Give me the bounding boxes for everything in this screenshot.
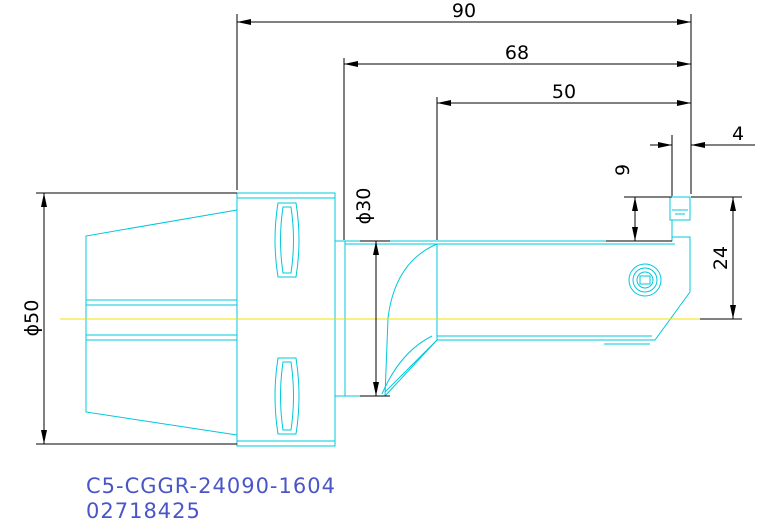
dimension-diameter-30 xyxy=(360,240,390,397)
shank-cone xyxy=(85,209,238,436)
order-code-label: 02718425 xyxy=(86,499,201,523)
dimension-68 xyxy=(343,58,691,240)
cutting-insert xyxy=(669,196,691,237)
dim-24-text: 24 xyxy=(710,246,732,270)
dimension-diameter-50 xyxy=(36,192,237,445)
dim-90-text: 90 xyxy=(452,0,476,22)
transition-curve xyxy=(384,243,438,397)
dimension-9 xyxy=(606,196,672,242)
dim-9-text: 9 xyxy=(612,164,634,176)
drive-slot-bottom xyxy=(274,357,300,435)
transition-chamfer xyxy=(384,339,438,393)
part-number-label: C5-CGGR-24090-1604 xyxy=(86,474,336,498)
drive-slot-top xyxy=(274,202,300,278)
dimension-50 xyxy=(436,97,691,240)
transition-chamfer xyxy=(381,335,433,395)
dimension-24 xyxy=(691,196,742,320)
clamp-screw xyxy=(628,263,662,297)
dim-4-text: 4 xyxy=(732,123,744,145)
dim-diameter-50-text: ϕ50 xyxy=(21,300,43,337)
dim-68-text: 68 xyxy=(505,42,529,64)
dim-50-text: 50 xyxy=(552,81,576,103)
dimension-90 xyxy=(236,14,692,194)
dimension-4 xyxy=(650,135,755,196)
dim-diameter-30-text: ϕ30 xyxy=(353,188,375,225)
bar-body xyxy=(345,236,691,397)
